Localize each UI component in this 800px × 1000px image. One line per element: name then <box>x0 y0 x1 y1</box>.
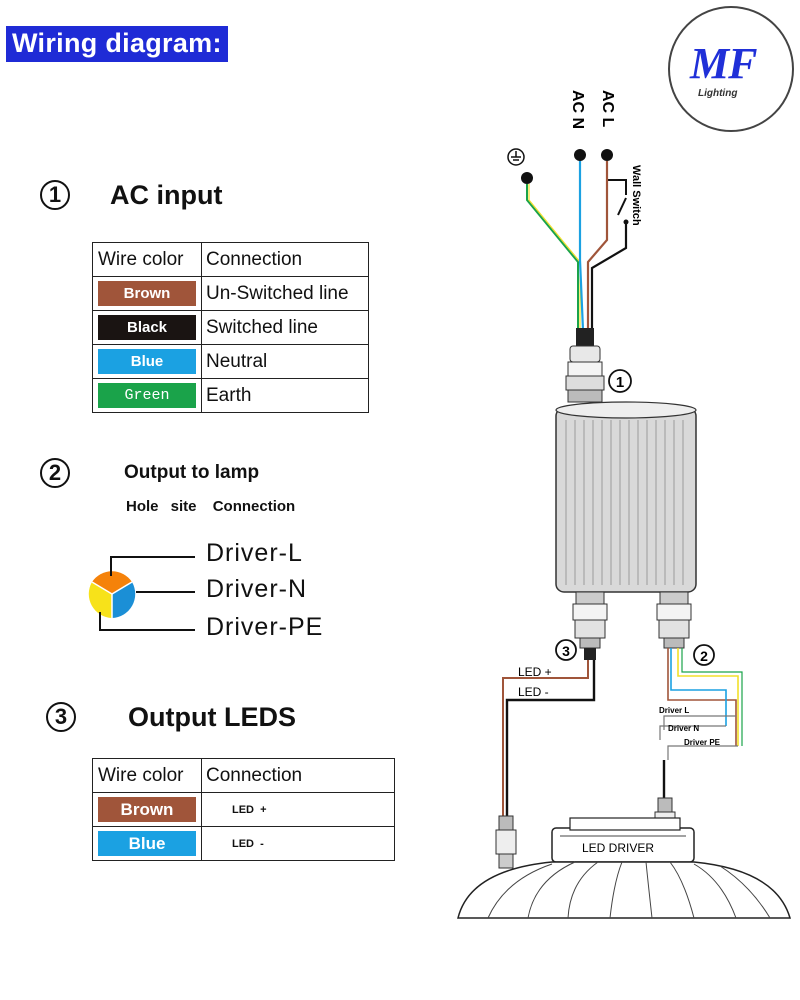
color-swatch-blue: Blue <box>98 349 196 374</box>
bottom-left-gland <box>572 591 608 660</box>
section-1-number: 1 <box>40 180 70 210</box>
hole-site-label: Hole site <box>126 498 197 515</box>
marker-3 <box>555 639 577 661</box>
wire-earth-yellow <box>528 184 581 330</box>
wire-color-cell: Blue <box>92 826 202 861</box>
output-leds-table: Wire color Connection Brown LED + Blue L… <box>92 758 395 861</box>
color-swatch-blue: Blue <box>98 831 196 856</box>
wire-driver-n-blue <box>670 648 727 726</box>
table-header-row: Wire color Connection <box>92 758 395 793</box>
table-header-wire-color: Wire color <box>92 242 202 277</box>
ac-l-label: AC L <box>599 90 616 128</box>
driver-housing <box>555 401 697 593</box>
lead-line-pe <box>99 612 195 631</box>
led-connector <box>495 815 517 869</box>
table-row: Blue LED - <box>92 826 395 861</box>
brand-logo: MF Lighting <box>668 6 794 132</box>
driver-n-label: Driver-N <box>206 575 308 603</box>
bottom-right-gland <box>656 591 692 649</box>
led-driver-box <box>551 817 695 863</box>
lamp-hole-diagram <box>88 556 195 631</box>
led-driver-label: LED DRIVER <box>582 841 654 855</box>
marker-1 <box>608 369 632 393</box>
color-swatch-brown: Brown <box>98 797 196 822</box>
top-cable-gland <box>565 328 605 403</box>
table-row: Black Switched line <box>92 310 369 345</box>
connection-cell: Un-Switched line <box>201 276 369 311</box>
wire-driver-pe-yellow <box>677 648 739 746</box>
section-1-title: AC input <box>110 180 223 210</box>
wire-bundle <box>659 715 738 760</box>
logo-subtitle: Lighting <box>698 88 738 99</box>
connection-cell: LED + <box>201 792 395 827</box>
wall-switch-label: Wall Switch <box>630 165 642 226</box>
hole-pie-icon <box>88 571 136 618</box>
table-row: Blue Neutral <box>92 344 369 379</box>
connection-cell: Earth <box>201 378 369 413</box>
table-row: Green Earth <box>92 378 369 413</box>
terminal-ac-n <box>574 149 586 161</box>
color-swatch-brown: Brown <box>98 281 196 306</box>
terminal-ac-l <box>601 149 613 161</box>
ac-input-table: Wire color Connection Brown Un-Switched … <box>92 242 369 413</box>
driver-pe-wire-label: Driver PE <box>684 738 721 747</box>
driver-l-wire-label: Driver L <box>659 706 689 715</box>
logo-mark: MF <box>690 39 757 88</box>
connection-cell: Switched line <box>201 310 369 345</box>
marker-2-text: 2 <box>700 648 708 664</box>
ufo-lamp-body <box>457 861 792 919</box>
table-header-wire-color: Wire color <box>92 758 202 793</box>
wall-switch-icon <box>606 161 629 225</box>
section-3-title: Output LEDS <box>128 702 296 732</box>
connection-cell: Neutral <box>201 344 369 379</box>
led-minus-label: LED - <box>518 685 549 699</box>
wire-neutral-blue <box>578 161 585 331</box>
marker-2 <box>693 644 715 666</box>
lead-line-l <box>110 556 195 576</box>
marker-3-text: 3 <box>562 643 570 659</box>
wire-switched-black <box>590 224 628 330</box>
section-3-number: 3 <box>46 702 76 732</box>
connection-label: Connection <box>212 498 296 515</box>
wire-color-cell: Brown <box>92 276 202 311</box>
wire-led-plus-brown <box>502 660 589 818</box>
connection-cell: LED - <box>201 826 395 861</box>
ground-icon <box>507 148 525 166</box>
led-plus-label: LED + <box>518 665 552 679</box>
wire-driver-l <box>667 648 737 746</box>
hole-site-header: Hole site Connection <box>126 498 295 515</box>
wire-earth-green <box>526 184 579 330</box>
terminal-earth <box>521 172 533 184</box>
table-header-row: Wire color Connection <box>92 242 369 277</box>
wire-color-cell: Blue <box>92 344 202 379</box>
driver-pe-label: Driver-PE <box>206 613 324 641</box>
marker-1-text: 1 <box>616 374 624 391</box>
wire-led-minus-black <box>505 660 596 818</box>
color-swatch-green: Green <box>98 383 196 408</box>
driver-l-label: Driver-L <box>206 539 303 567</box>
wire-color-cell: Green <box>92 378 202 413</box>
table-row: Brown Un-Switched line <box>92 276 369 311</box>
page-title: Wiring diagram: <box>6 26 228 62</box>
pie-slice-orange <box>92 571 132 594</box>
driver-n-wire-label: Driver N <box>668 724 699 733</box>
wire-line-brown <box>586 161 609 330</box>
section-2-number: 2 <box>40 458 70 488</box>
color-swatch-black: Black <box>98 315 196 340</box>
section-2-title: Output to lamp <box>124 462 260 483</box>
wire-driver-pe-green <box>681 648 743 746</box>
ac-n-label: AC N <box>569 90 586 129</box>
table-header-connection: Connection <box>201 242 369 277</box>
